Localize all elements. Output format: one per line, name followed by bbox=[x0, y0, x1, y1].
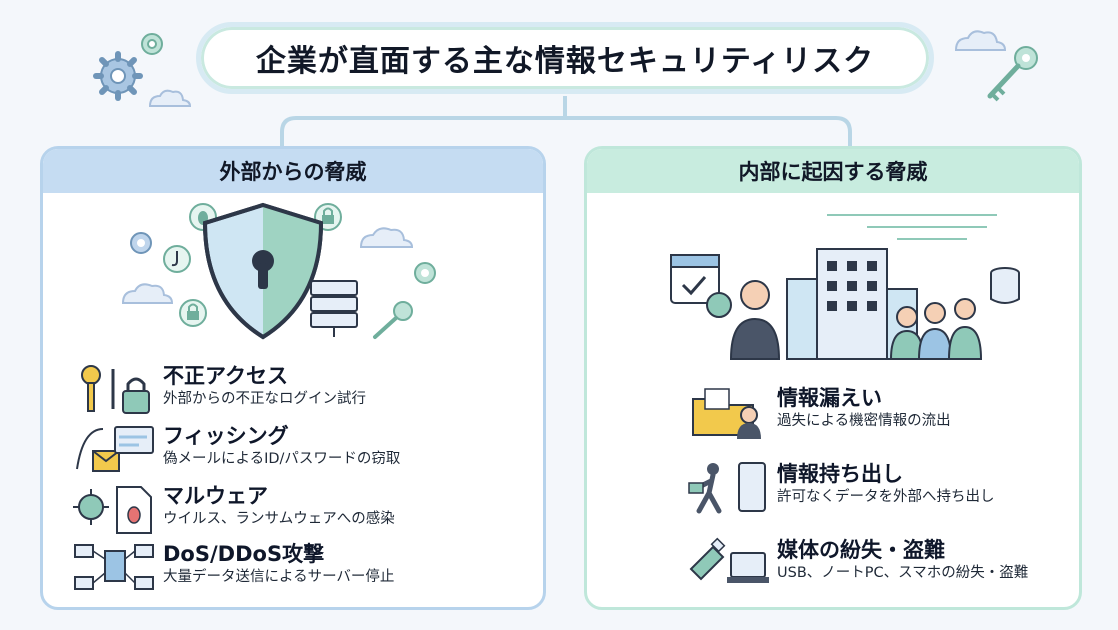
list-item: 情報漏えい 過失による機密情報の流出 bbox=[687, 385, 951, 439]
item-desc: 外部からの不正なログイン試行 bbox=[163, 391, 366, 407]
item-title: マルウェア bbox=[163, 484, 268, 508]
key-lock-icon bbox=[81, 365, 150, 414]
item-desc: ウイルス、ランサムウェアへの感染 bbox=[163, 511, 395, 527]
cloud-icon bbox=[121, 283, 174, 304]
item-desc: 許可なくデータを外部へ持ち出し bbox=[777, 489, 995, 505]
item-desc: 大量データ送信によるサーバー停止 bbox=[163, 569, 395, 585]
folder-leak-icon bbox=[692, 388, 761, 439]
person-carry-data-icon bbox=[688, 462, 766, 514]
item-title: 情報持ち出し bbox=[777, 462, 903, 486]
calendar-icon bbox=[670, 254, 732, 318]
item-desc: 偽メールによるID/パスワードの窃取 bbox=[163, 451, 401, 467]
cloud-icon bbox=[148, 89, 192, 107]
internal-threats-heading: 内部に起因する脅威 bbox=[587, 149, 1079, 193]
team-icon bbox=[889, 298, 983, 360]
list-item: フィッシング 偽メールによるID/パスワードの窃取 bbox=[73, 423, 400, 477]
title-banner: 企業が直面する主な情報セキュリティリスク bbox=[196, 22, 934, 94]
gears-cloud-decoration bbox=[93, 33, 192, 107]
internal-threats-panel: 内部に起因する脅威 bbox=[584, 146, 1082, 610]
key-icon bbox=[987, 46, 1038, 102]
cloud-icon bbox=[954, 30, 1007, 51]
item-desc: 過失による機密情報の流出 bbox=[777, 413, 951, 429]
list-item: 情報持ち出し 許可なくデータを外部へ持ち出し bbox=[687, 461, 995, 515]
item-title: DoS/DDoS攻撃 bbox=[163, 542, 325, 566]
external-threats-panel: 外部からの脅威 bbox=[40, 146, 546, 610]
page-title: 企業が直面する主な情報セキュリティリスク bbox=[255, 44, 875, 79]
usb-laptop-icon bbox=[689, 537, 769, 583]
list-item: 不正アクセス 外部からの不正なログイン試行 bbox=[73, 363, 366, 417]
list-item: マルウェア ウイルス、ランサムウェアへの感染 bbox=[73, 483, 395, 537]
person-icon bbox=[729, 280, 781, 360]
shield-illustration bbox=[121, 202, 436, 340]
item-title: フィッシング bbox=[163, 424, 289, 448]
cloud-icon bbox=[359, 227, 414, 248]
office-illustration bbox=[670, 214, 1020, 360]
list-item: DoS/DDoS攻撃 大量データ送信によるサーバー停止 bbox=[73, 541, 394, 595]
item-title: 不正アクセス bbox=[163, 364, 288, 388]
phishing-hook-icon bbox=[76, 426, 154, 472]
virus-bug-icon bbox=[73, 486, 152, 534]
server-icon bbox=[310, 280, 358, 337]
external-threats-heading: 外部からの脅威 bbox=[43, 149, 543, 193]
item-desc: USB、ノートPC、スマホの紛失・盗難 bbox=[777, 565, 1029, 581]
item-title: 媒体の紛失・盗難 bbox=[777, 538, 945, 562]
gear-icon bbox=[414, 262, 436, 284]
item-title: 情報漏えい bbox=[777, 386, 882, 410]
key-icon bbox=[373, 301, 413, 339]
gear-icon bbox=[93, 51, 143, 101]
list-item: 媒体の紛失・盗難 USB、ノートPC、スマホの紛失・盗難 bbox=[687, 537, 1028, 591]
gear-icon bbox=[130, 232, 152, 254]
database-icon bbox=[990, 267, 1020, 304]
hook-icon bbox=[163, 245, 191, 273]
lock-icon bbox=[179, 299, 207, 327]
key-cloud-decoration bbox=[954, 30, 1038, 102]
network-attack-icon bbox=[74, 544, 154, 590]
gear-icon bbox=[141, 33, 163, 55]
shield-icon bbox=[202, 202, 324, 340]
